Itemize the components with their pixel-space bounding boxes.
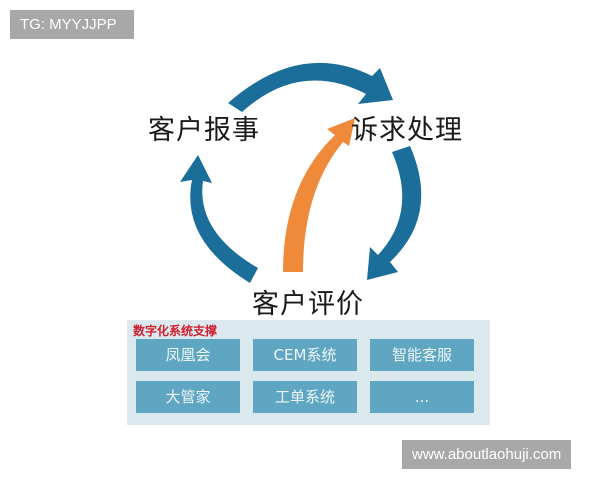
tile-cem-system: CEM系统 — [253, 339, 357, 371]
digital-support-panel: 数字化系统支撑 凤凰会 CEM系统 智能客服 大管家 工单系统 ... — [127, 320, 490, 425]
tile-ticket-system: 工单系统 — [253, 381, 357, 413]
node-evaluate: 客户评价 — [252, 289, 364, 320]
tile-more: ... — [370, 381, 474, 413]
tile-fenghuanghui: 凤凰会 — [136, 339, 240, 371]
panel-title: 数字化系统支撑 — [133, 324, 218, 338]
node-report: 客户报事 — [148, 115, 260, 146]
tile-smart-service: 智能客服 — [370, 339, 474, 371]
arrow-report-to-handle-icon — [228, 62, 393, 112]
watermark-bottom: www.aboutlaohuji.com — [402, 440, 572, 469]
watermark-top: TG: MYYJJPP — [10, 10, 134, 39]
node-handle: 诉求处理 — [351, 115, 463, 146]
cycle-diagram — [180, 62, 422, 283]
arrow-evaluate-to-report-icon — [180, 155, 258, 283]
arrow-handle-to-evaluate-icon — [367, 146, 422, 280]
tile-butler: 大管家 — [136, 381, 240, 413]
arrow-inner-feedback-icon — [283, 118, 355, 272]
